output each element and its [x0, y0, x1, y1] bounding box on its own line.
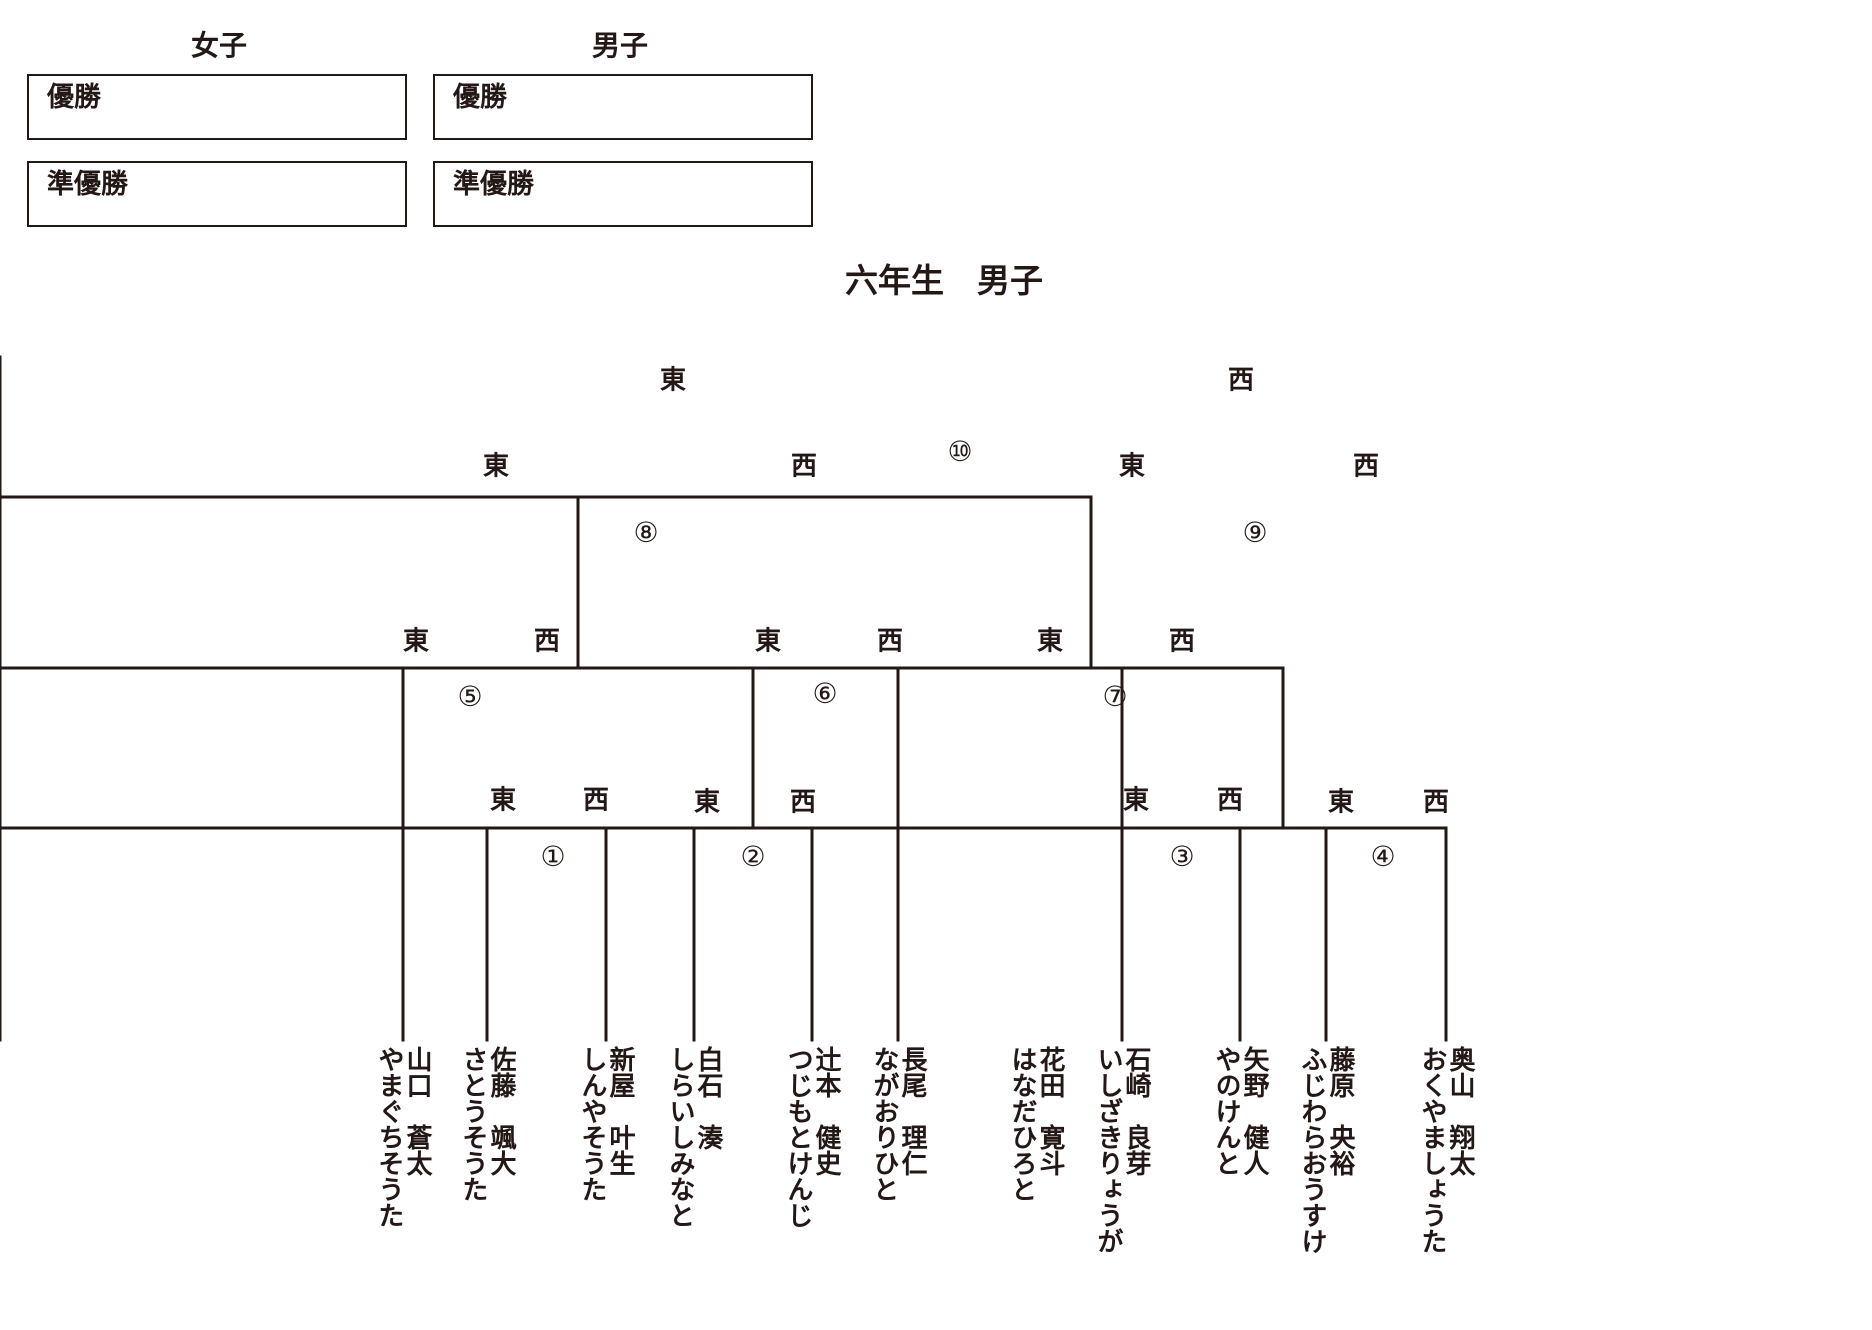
player-kana: つじもとけんじ	[783, 1046, 813, 1228]
player-name: 山口 蒼太	[402, 1046, 432, 1176]
player-entry: 新屋 叶生しんやそうた	[576, 1046, 636, 1286]
match-number: ③	[1169, 840, 1194, 873]
boys-runner-up-label: 準優勝	[453, 169, 534, 200]
player-entry: 藤原 央裕ふじわらおうすけ	[1296, 1046, 1356, 1286]
player-entry: 山口 蒼太やまぐちそうた	[373, 1046, 433, 1286]
player-kana: はなだひろと	[1007, 1046, 1037, 1202]
girls-runner-up-label: 準優勝	[47, 169, 128, 200]
player-name: 奥山 翔太	[1445, 1046, 1475, 1176]
player-kana: いしざきりょうが	[1093, 1046, 1123, 1254]
player-kana: やのけんと	[1211, 1046, 1241, 1176]
west-label: 西	[877, 627, 903, 657]
match-number: ⑦	[1102, 680, 1127, 713]
bracket-title: 六年生 男子	[845, 261, 1043, 300]
player-name: 新屋 叶生	[605, 1046, 635, 1176]
match-number: ①	[540, 840, 565, 873]
match-number: ②	[740, 840, 765, 873]
player-entry: 辻本 健史つじもとけんじ	[782, 1046, 842, 1286]
player-kana: さとうそうた	[458, 1046, 488, 1202]
east-label: 東	[1328, 788, 1354, 818]
match-number: ⑤	[457, 680, 482, 713]
player-name: 石崎 良芽	[1121, 1046, 1151, 1176]
player-kana: しらいしみなと	[665, 1046, 695, 1228]
west-label: 西	[790, 788, 816, 818]
match-number: ⑥	[812, 677, 837, 710]
player-kana: しんやそうた	[577, 1046, 607, 1202]
boys-heading: 男子	[592, 29, 649, 62]
girls-winner-label: 優勝	[47, 82, 101, 113]
boys-runner-up-box[interactable]: 準優勝	[433, 161, 813, 227]
match-number: ④	[1370, 840, 1395, 873]
east-label: 東	[490, 786, 516, 816]
player-entry: 矢野 健人やのけんと	[1210, 1046, 1270, 1286]
west-label: 西	[791, 452, 817, 482]
east-label: 東	[1037, 627, 1063, 657]
player-kana: ながおりひと	[869, 1046, 899, 1202]
match-number: ⑩	[947, 435, 972, 468]
player-name: 佐藤 颯大	[486, 1046, 516, 1176]
player-entry: 花田 寛斗はなだひろと	[1006, 1046, 1066, 1286]
player-kana: おくやましょうた	[1417, 1046, 1447, 1254]
player-name: 白石 湊	[693, 1046, 723, 1150]
east-label: 東	[755, 627, 781, 657]
player-name: 花田 寛斗	[1035, 1046, 1065, 1176]
east-label: 東	[1119, 452, 1145, 482]
player-name: 矢野 健人	[1239, 1046, 1269, 1176]
west-label: 西	[1353, 452, 1379, 482]
east-label: 東	[483, 452, 509, 482]
boys-winner-box[interactable]: 優勝	[433, 74, 813, 140]
match-number: ⑨	[1242, 516, 1267, 549]
girls-runner-up-box[interactable]: 準優勝	[27, 161, 407, 227]
player-name: 長尾 理仁	[897, 1046, 927, 1176]
player-name: 藤原 央裕	[1325, 1046, 1355, 1176]
east-label: 東	[403, 627, 429, 657]
player-kana: やまぐちそうた	[374, 1046, 404, 1228]
east-label: 東	[694, 788, 720, 818]
girls-heading: 女子	[191, 29, 248, 62]
player-entry: 佐藤 颯大さとうそうた	[457, 1046, 517, 1286]
girls-winner-box[interactable]: 優勝	[27, 74, 407, 140]
west-label: 西	[1423, 788, 1449, 818]
player-entry: 石崎 良芽いしざきりょうが	[1092, 1046, 1152, 1286]
west-label: 西	[534, 627, 560, 657]
east-label: 東	[1123, 786, 1149, 816]
west-label: 西	[1169, 627, 1195, 657]
west-label: 西	[583, 786, 609, 816]
player-name: 辻本 健史	[811, 1046, 841, 1176]
west-label: 西	[1228, 366, 1254, 396]
player-kana: ふじわらおうすけ	[1297, 1046, 1327, 1254]
player-entry: 白石 湊しらいしみなと	[664, 1046, 724, 1286]
player-entry: 奥山 翔太おくやましょうた	[1416, 1046, 1476, 1286]
west-label: 西	[1217, 786, 1243, 816]
east-label: 東	[660, 366, 686, 396]
boys-winner-label: 優勝	[453, 82, 507, 113]
match-number: ⑧	[633, 516, 658, 549]
player-entry: 長尾 理仁ながおりひと	[868, 1046, 928, 1286]
